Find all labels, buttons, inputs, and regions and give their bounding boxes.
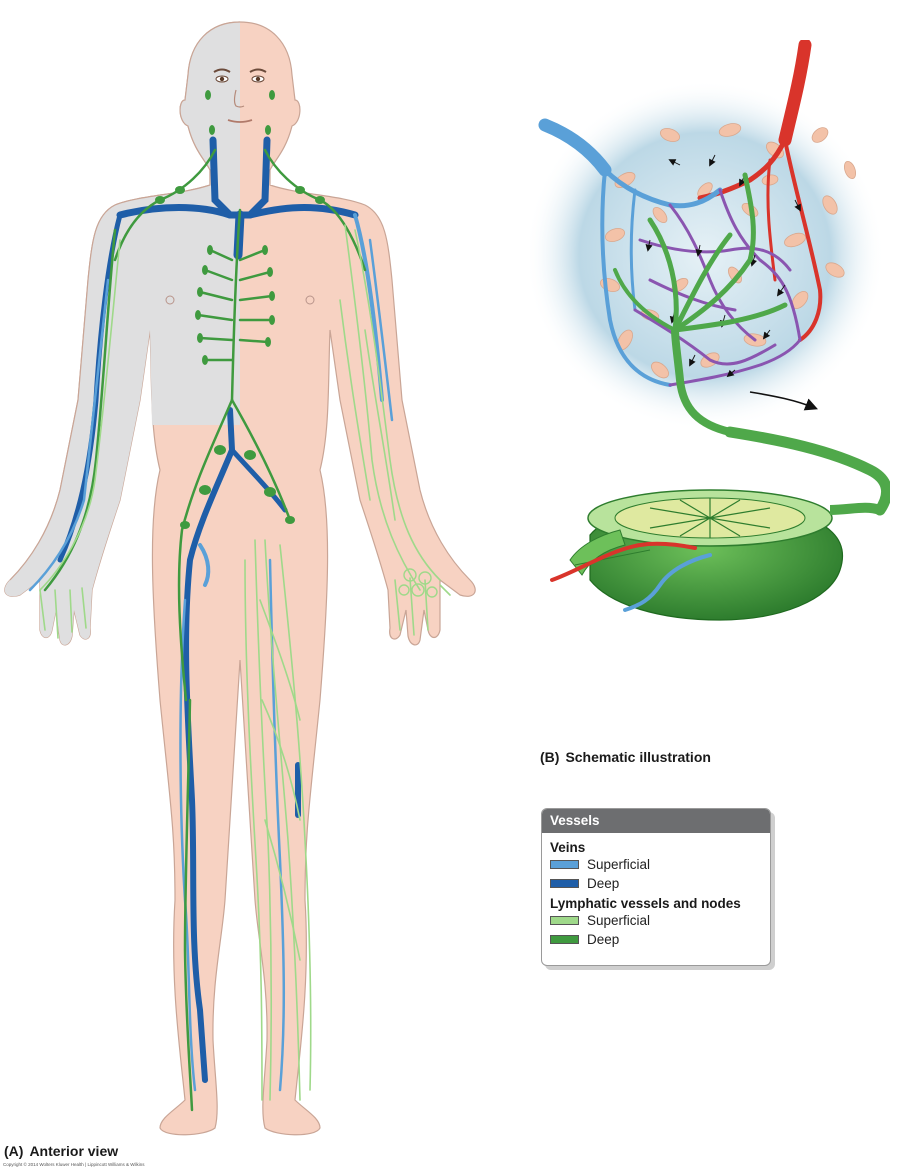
superficial-veins — [28, 238, 394, 1092]
legend-title: Vessels — [542, 809, 770, 833]
lymphatic-capillaries — [613, 172, 890, 516]
copyright-notice: Copyright © 2014 Wolters Kluwer Health |… — [3, 1162, 145, 1167]
lymph-flow-arrow — [749, 391, 818, 411]
legend-group-lymphatics: Lymphatic vessels and nodes — [550, 896, 741, 911]
body-silhouette — [4, 21, 476, 1136]
superficial-lymphatics — [39, 224, 451, 1101]
schematic-caption: (B)Schematic illustration — [540, 749, 711, 765]
lymph-node — [569, 489, 882, 621]
legend-item-deep-lymphatics: Deep — [550, 930, 762, 949]
node-artery — [550, 541, 697, 582]
anterior-view-caption: (A)Anterior view — [4, 1143, 119, 1159]
legend-group-veins: Veins — [550, 840, 586, 855]
lymph-nodes — [155, 90, 325, 529]
legend-item-superficial-veins: Superficial — [550, 855, 762, 874]
schematic-figure — [530, 40, 890, 621]
deep-vein-swatch — [550, 879, 579, 888]
node-vein — [623, 553, 712, 612]
vessels-legend: Vessels Veins Superficial Deep Lymphatic… — [541, 808, 771, 966]
legend-item-deep-veins: Deep — [550, 874, 762, 893]
legend-item-superficial-lymphatics: Superficial — [550, 911, 762, 930]
hand-lymph-net — [398, 568, 438, 598]
deep-lymph-swatch — [550, 935, 579, 944]
superficial-lymph-swatch — [550, 916, 579, 925]
face — [165, 68, 315, 305]
anterior-view-figure — [4, 21, 476, 1136]
superficial-vein-swatch — [550, 860, 579, 869]
